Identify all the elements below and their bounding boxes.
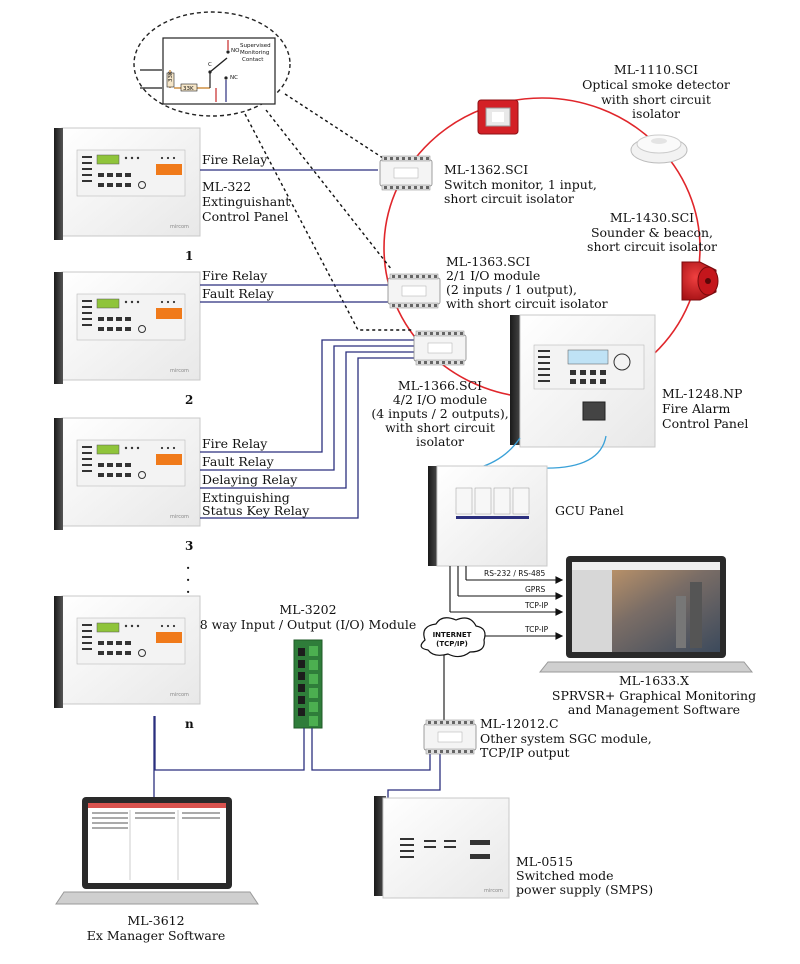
- ex-manager-laptop[interactable]: [55, 797, 259, 905]
- ml3202-io-module[interactable]: [293, 639, 323, 729]
- resistor-label-1: 33K: [168, 71, 174, 82]
- contact-c-label: C: [208, 62, 212, 68]
- tcp-link-label-2: TCP-IP: [524, 625, 549, 634]
- internet-cloud: INTERNET (TCP/IP): [420, 617, 486, 658]
- ml1366-line4: isolator: [416, 434, 464, 449]
- panel-number-1: 1: [185, 249, 193, 263]
- ml322-model: ML-322: [202, 179, 251, 194]
- panel3-ext-relay-label-1: Extinguishing: [202, 490, 290, 505]
- tcp-link-label-1: TCP-IP: [524, 601, 549, 610]
- ml1362-model: ML-1362.SCI: [444, 162, 528, 177]
- ml1366-line1: 4/2 I/O module: [393, 392, 487, 407]
- ml3202-model: ML-3202: [279, 602, 336, 617]
- ml1430-line1: Sounder & beacon,: [591, 225, 713, 240]
- ml1248-model: ML-1248.NP: [662, 386, 742, 401]
- panel-1[interactable]: mircom: [53, 127, 201, 241]
- contact-nc-label: NC: [230, 75, 238, 81]
- ml1110-line2: with short circuit: [601, 92, 711, 107]
- smoke-detector-icon[interactable]: [630, 134, 688, 164]
- callout-title-2: Monitoring: [240, 50, 269, 56]
- gcu-panel[interactable]: [428, 465, 548, 567]
- ellipsis-dot-2: ·: [186, 573, 190, 587]
- ml1110-model: ML-1110.SCI: [614, 62, 698, 77]
- rs-link-label: RS-232 / RS-485: [484, 569, 546, 578]
- ml1110-line3: isolator: [632, 106, 680, 121]
- panel-brand: mircom: [170, 514, 189, 520]
- panel-3[interactable]: mircom: [53, 417, 201, 531]
- ml1110-line1: Optical smoke detector: [582, 77, 730, 92]
- sprvsr-laptop[interactable]: [538, 556, 754, 673]
- ml1363-line2: (2 inputs / 1 output),: [446, 282, 577, 297]
- ml1248-line2: Control Panel: [662, 416, 748, 431]
- ml1363-line3: with short circuit isolator: [446, 296, 608, 311]
- ml3202-line1: 8 way Input / Output (I/O) Module: [200, 617, 417, 632]
- gcu-label: GCU Panel: [555, 503, 624, 518]
- panel1-fire-relay-label: Fire Relay: [202, 152, 268, 167]
- ml1633-line1: SPRVSR+ Graphical Monitoring: [552, 688, 756, 703]
- internet-label-2: (TCP/IP): [436, 640, 468, 648]
- ml0515-line2: power supply (SMPS): [516, 882, 653, 897]
- panel-number-n: n: [185, 717, 194, 731]
- contact-no-label: NO: [231, 48, 240, 54]
- panel2-fault-relay-label: Fault Relay: [202, 286, 275, 301]
- ml0515-line1: Switched mode: [516, 868, 614, 883]
- ml3612-line1: Ex Manager Software: [87, 928, 226, 943]
- panel-brand: mircom: [170, 368, 189, 374]
- smps-brand: mircom: [484, 888, 503, 894]
- panel3-fault-relay-label: Fault Relay: [202, 454, 275, 469]
- ml1363-model: ML-1363.SCI: [446, 254, 530, 269]
- callout-title-1: Supervised: [240, 43, 271, 49]
- ml0515-model: ML-0515: [516, 854, 573, 869]
- manual-call-point[interactable]: [477, 99, 519, 135]
- relay-wires: [200, 169, 414, 519]
- ml322-desc-2: Control Panel: [202, 209, 288, 224]
- bus-wires: [153, 716, 441, 806]
- gcu-output-links: [443, 566, 564, 720]
- sounder-beacon-icon[interactable]: [681, 261, 719, 301]
- resistor-label-2: 33K: [183, 86, 194, 92]
- callout-title-3: Contact: [242, 57, 264, 63]
- ml1362-line2: short circuit isolator: [444, 191, 574, 206]
- ml12012-line1: Other system SGC module,: [480, 731, 652, 746]
- panel-brand: mircom: [170, 224, 189, 230]
- ml1430-model: ML-1430.SCI: [610, 210, 694, 225]
- ml1366-line3: with short circuit: [385, 420, 495, 435]
- ml1366-model: ML-1366.SCI: [398, 378, 482, 393]
- panel3-delaying-relay-label: Delaying Relay: [202, 472, 298, 487]
- ml1633-line2: and Management Software: [568, 702, 740, 717]
- panel3-ext-relay-label-2: Status Key Relay: [202, 503, 310, 518]
- ml12012-sgc-module[interactable]: [423, 719, 477, 755]
- gprs-link-label: GPRS: [525, 585, 546, 594]
- panel-brand: mircom: [170, 692, 189, 698]
- ml-1366-module[interactable]: [413, 330, 467, 366]
- ellipsis-dot-3: ·: [186, 585, 190, 599]
- ml-1362-module[interactable]: [379, 155, 433, 191]
- ml1248-line1: Fire Alarm: [662, 401, 730, 416]
- ellipsis-dot-1: ·: [186, 561, 190, 575]
- ml1248-fire-alarm-panel[interactable]: [510, 314, 656, 448]
- ml-1363-module[interactable]: [387, 273, 441, 309]
- ml1366-line2: (4 inputs / 2 outputs),: [371, 406, 508, 421]
- ml322-desc-1: Extinguishant: [202, 194, 290, 209]
- supervised-contact-callout: Supervised Monitoring Contact NO C NC 33…: [133, 11, 291, 117]
- ml12012-line2: TCP/IP output: [480, 745, 570, 760]
- ml1362-line1: Switch monitor, 1 input,: [444, 177, 597, 192]
- panel-number-3: 3: [185, 539, 193, 553]
- ml1363-line1: 2/1 I/O module: [446, 268, 540, 283]
- ml12012-model: ML-12012.C: [480, 716, 559, 731]
- callout-leaders: [244, 93, 414, 331]
- ml1633-model: ML-1633.X: [619, 673, 689, 688]
- panel2-fire-relay-label: Fire Relay: [202, 268, 268, 283]
- panel-2[interactable]: mircom: [53, 271, 201, 385]
- ml3612-model: ML-3612: [127, 913, 184, 928]
- ml1430-line2: short circuit isolator: [587, 239, 717, 254]
- panel-n[interactable]: mircom: [53, 595, 201, 709]
- ml0515-smps[interactable]: mircom: [374, 796, 510, 899]
- panel3-fire-relay-label: Fire Relay: [202, 436, 268, 451]
- internet-label-1: INTERNET: [433, 631, 472, 639]
- panel-number-2: 2: [185, 393, 193, 407]
